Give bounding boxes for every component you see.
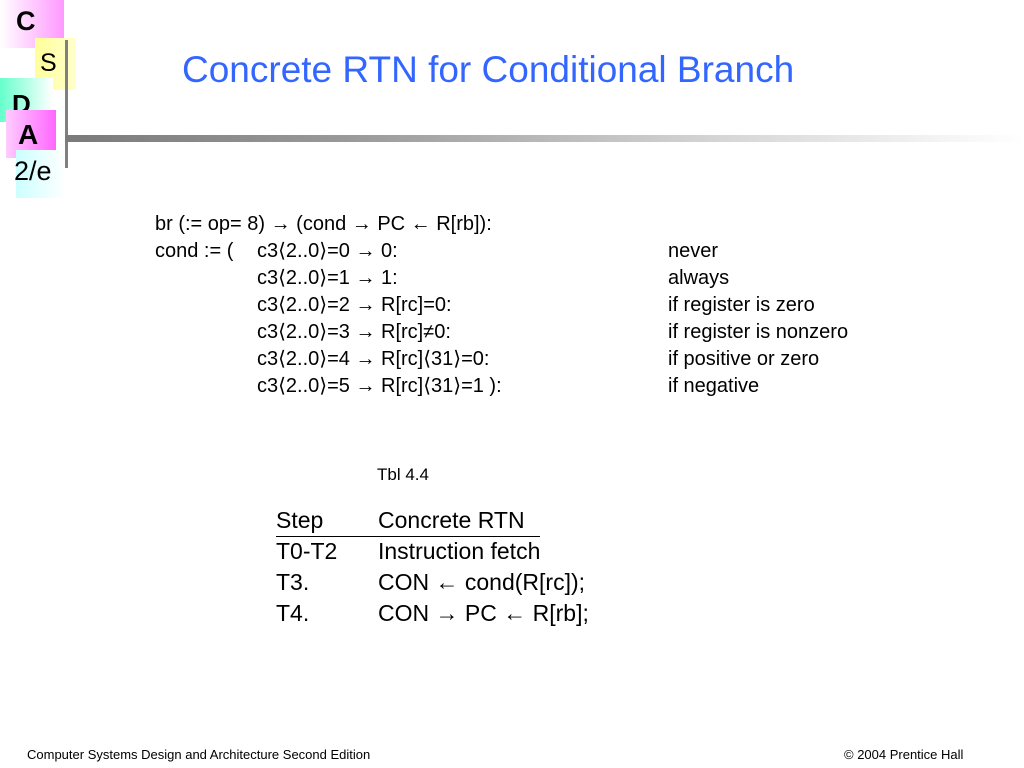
logo-letter-c: C <box>16 6 36 36</box>
slide-title: Concrete RTN for Conditional Branch <box>182 49 795 90</box>
condition-expr: c3⟨2..0⟩=1 → 1: <box>257 267 398 289</box>
condition-expr: c3⟨2..0⟩=5 → R[rc]⟨31⟩=1 ): <box>257 375 502 397</box>
table-cell-rtn: CON → PC ← R[rb]; <box>378 600 589 626</box>
table-header-underline <box>276 507 540 537</box>
condition-desc: if positive or zero <box>668 348 820 370</box>
condition-desc: never <box>668 240 719 262</box>
condition-expr: c3⟨2..0⟩=0 → 0: <box>257 240 398 262</box>
logo-vertical-rule <box>65 40 68 168</box>
condition-desc: if register is zero <box>668 294 815 316</box>
condition-desc: if negative <box>668 375 760 397</box>
condition-expr: c3⟨2..0⟩=3 → R[rc]≠0: <box>257 321 451 343</box>
logo-edition-box: 2/e <box>14 150 66 198</box>
table-cell-step: T0-T2 <box>276 538 338 564</box>
footer-book-title: Computer Systems Design and Architecture… <box>27 747 371 762</box>
logo-c-box: C <box>0 0 64 48</box>
br-definition-line: br (:= op= 8) → (cond → PC ← R[rb]): <box>155 213 492 235</box>
title-divider <box>65 135 1024 142</box>
table-header-rtn: Concrete RTN <box>378 507 525 533</box>
logo-letter-s: S <box>40 49 57 77</box>
table-cell-rtn: CON ← cond(R[rc]); <box>378 569 586 595</box>
table-cell-step: T4. <box>276 600 310 626</box>
logo-letter-a: A <box>18 119 39 150</box>
logo-edition-label: 2/e <box>14 156 52 186</box>
footer-copyright: © 2004 Prentice Hall <box>844 747 964 762</box>
cond-prefix: cond := ( <box>155 240 234 262</box>
condition-expr: c3⟨2..0⟩=2 → R[rc]=0: <box>257 294 452 316</box>
table-header-step: Step <box>276 507 324 533</box>
table-cell-step: T3. <box>276 569 310 595</box>
condition-desc: if register is nonzero <box>668 321 849 343</box>
condition-expr: c3⟨2..0⟩=4 → R[rc]⟨31⟩=0: <box>257 348 490 370</box>
table-caption: Tbl 4.4 <box>377 465 429 484</box>
condition-desc: always <box>668 267 730 289</box>
table-cell-rtn: Instruction fetch <box>378 538 541 564</box>
